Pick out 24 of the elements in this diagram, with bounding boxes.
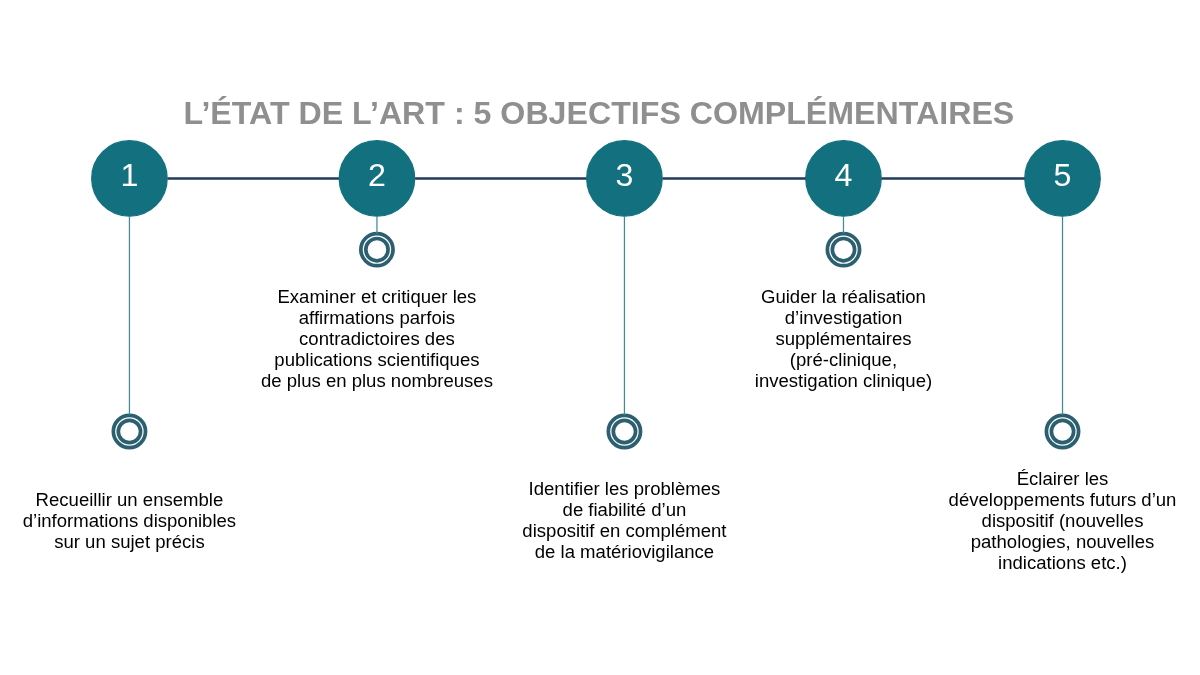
node-target bbox=[825, 231, 862, 268]
connector bbox=[881, 177, 1025, 180]
node-target bbox=[606, 413, 643, 450]
node-circle: 4 bbox=[805, 140, 882, 217]
node-circle: 2 bbox=[338, 140, 416, 217]
connector bbox=[167, 177, 339, 180]
connector bbox=[376, 215, 378, 235]
node-label: Guider la réalisation d’investigation supplémentaires (pré-clinique, investigation clinique) bbox=[754, 285, 933, 391]
connector bbox=[415, 177, 587, 180]
diagram-title: L’ÉTAT DE L’ART : 5 OBJECTIFS COMPLÉMENTAIRES bbox=[183, 95, 1015, 132]
node-label: Identifier les problèmes de fiabilité d’un dispositif en complément de la matériovigilance bbox=[522, 478, 727, 563]
node-label: Examiner et critiquer les affirmations parfois contradictoires des publications scientifiques de plus en plus nombreuses bbox=[260, 285, 493, 391]
node-circle: 3 bbox=[586, 140, 663, 217]
node-target bbox=[1044, 413, 1081, 450]
connector bbox=[623, 215, 626, 416]
connector bbox=[1061, 215, 1064, 416]
node-label: Éclairer les développements futurs d’un dispositif (nouvelles pathologies, nouvelles indications etc.) bbox=[948, 467, 1177, 573]
connector bbox=[128, 215, 131, 416]
node-label: Recueillir un ensemble d’informations disponibles sur un sujet précis bbox=[22, 488, 237, 552]
node-target bbox=[111, 413, 148, 450]
node-circle: 1 bbox=[91, 140, 168, 217]
node-target bbox=[359, 231, 395, 268]
connector bbox=[662, 177, 806, 180]
node-circle: 5 bbox=[1024, 140, 1101, 217]
